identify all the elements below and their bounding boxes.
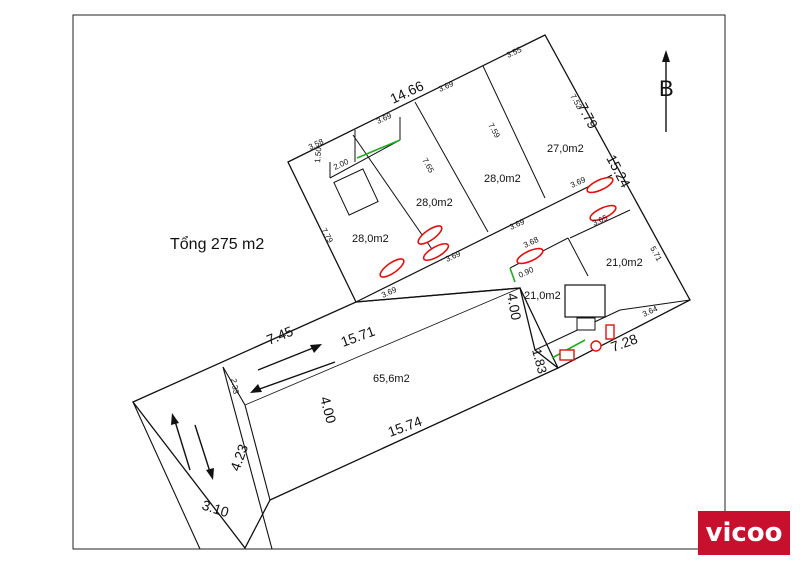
north-arrow-icon: [662, 50, 670, 132]
logo-text: vicoo: [705, 518, 783, 548]
sink-icon: [576, 317, 596, 331]
drawing-frame: [72, 14, 726, 550]
stove-icon: [559, 349, 575, 361]
toilet-icon: [590, 340, 602, 352]
green-wall-1: [551, 339, 586, 359]
dim-4-00-road: 4.00: [317, 395, 340, 426]
road-arrow-right: [257, 344, 322, 371]
lot-divider-3: [482, 65, 546, 199]
entry-arrow-down: [194, 424, 214, 480]
green-wall-3: [509, 267, 516, 283]
right-room-line-2: [567, 237, 589, 277]
dim-7-59: 7.59: [486, 122, 502, 140]
car-icon: [379, 258, 405, 278]
bed-icon: [333, 168, 379, 216]
car-icons: [379, 176, 617, 278]
dim-1-83: 1.83: [529, 347, 550, 375]
entry-road-left: [132, 401, 201, 550]
area-room-b: 28,0m2: [416, 197, 453, 209]
dim-15-74: 15.74: [386, 413, 425, 440]
dim-0-90: 0.90: [517, 265, 535, 280]
dim-1-50: 1.50: [313, 146, 323, 163]
road-outline: [131, 287, 560, 550]
area-room-c: 28,0m2: [484, 173, 521, 185]
dim-3-69-top2: 3.69: [375, 111, 393, 126]
car-icon: [589, 204, 617, 222]
car-icon: [422, 242, 450, 262]
dim-7-45: 7.45: [264, 323, 295, 348]
dim-4-00-right: 4.00: [504, 292, 525, 322]
dim-2-33: 2.33: [229, 378, 241, 395]
area-room-d: 27,0m2: [547, 143, 584, 155]
entry-road-right: [222, 366, 273, 550]
north-label: B: [659, 76, 674, 101]
road-inner-line-2: [244, 404, 271, 501]
dim-2-00: 2.00: [332, 157, 350, 172]
area-room-a: 28,0m2: [352, 233, 389, 245]
bed-icon: [564, 284, 606, 318]
middle-divider: [355, 174, 613, 303]
total-area-label: Tổng 275 m2: [170, 235, 264, 253]
car-icon: [516, 247, 544, 265]
lower-right-line-2: [619, 299, 691, 311]
dim-7-79-left: 7.79: [319, 227, 335, 245]
lot-divider-2: [414, 101, 489, 233]
dim-3-69-right: 3.69: [569, 175, 587, 190]
dim-7-65: 7.65: [420, 157, 436, 175]
dim-3-68: 3.68: [522, 235, 540, 250]
area-road: 65,6m2: [373, 373, 410, 385]
vicoo-logo: vicoo: [698, 511, 790, 555]
road-inner-line: [222, 366, 246, 406]
area-room-f: 21,0m2: [524, 290, 561, 302]
dim-3-10: 3.10: [200, 497, 231, 521]
green-wall-2: [356, 139, 401, 159]
road-inner-line-4: [269, 367, 559, 501]
car-icon: [586, 176, 614, 194]
road-inner-line-3: [244, 287, 521, 406]
dim-14-66: 14.66: [388, 77, 427, 106]
car-icon: [417, 225, 443, 245]
entry-arrow-up: [171, 413, 191, 471]
road-arrow-left: [250, 361, 336, 393]
area-room-e: 21,0m2: [606, 257, 643, 269]
dim-15-71: 15.71: [339, 323, 378, 350]
dim-3-69-bottom: 3.69: [380, 285, 398, 300]
shower-icon: [605, 324, 615, 340]
small-room-line: [329, 139, 401, 179]
right-room-line-3: [569, 209, 631, 239]
